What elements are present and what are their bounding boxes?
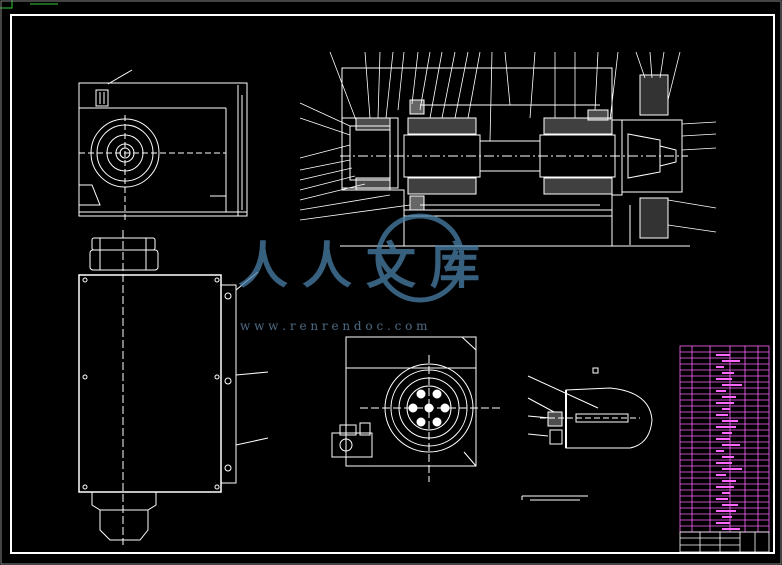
table-cell-mark <box>722 456 734 458</box>
table-cell-mark <box>716 402 734 404</box>
table-cell-mark <box>722 468 742 470</box>
table-cell-mark <box>722 444 740 446</box>
watermark-url: w w w . r e n r e n d o c . c o m <box>240 319 428 333</box>
table-cell-mark <box>722 384 742 386</box>
table-cell-mark <box>722 528 740 530</box>
watermark-title: 人人文库 <box>238 237 494 295</box>
table-cell-mark <box>716 486 734 488</box>
table-cell-mark <box>716 366 724 368</box>
table-cell-mark <box>722 360 740 362</box>
table-cell-mark <box>716 390 726 392</box>
table-cell-mark <box>716 414 728 416</box>
table-cell-mark <box>722 408 730 410</box>
table-cell-mark <box>722 396 736 398</box>
table-cell-mark <box>722 480 736 482</box>
table-cell-mark <box>722 516 732 518</box>
table-cell-mark <box>716 438 730 440</box>
table-cell-mark <box>716 498 728 500</box>
table-cell-mark <box>716 462 732 464</box>
end-view-middle <box>331 336 500 482</box>
table-cell-mark <box>716 426 736 428</box>
title-block <box>679 531 770 553</box>
side-view-top-left <box>78 69 248 222</box>
table-cell-mark <box>722 372 734 374</box>
detail-view <box>521 367 653 501</box>
table-cell-mark <box>716 378 732 380</box>
table-cell-mark <box>722 420 738 422</box>
cross-section-main <box>299 51 717 247</box>
table-cell-mark <box>722 432 732 434</box>
table-cell-mark <box>716 510 736 512</box>
table-cell-mark <box>716 450 724 452</box>
watermark: 人人文库 w w w . r e n r e n d o c . c o m <box>238 213 494 333</box>
front-view-bottom-left <box>78 230 269 545</box>
parts-list-table <box>679 345 770 533</box>
table-cell-mark <box>716 522 730 524</box>
corner-mark <box>0 0 58 9</box>
table-cell-mark <box>722 504 738 506</box>
table-cell-mark <box>716 474 726 476</box>
watermark-logo-circle <box>375 213 465 303</box>
table-cell-mark <box>716 354 730 356</box>
table-cell-mark <box>722 492 730 494</box>
